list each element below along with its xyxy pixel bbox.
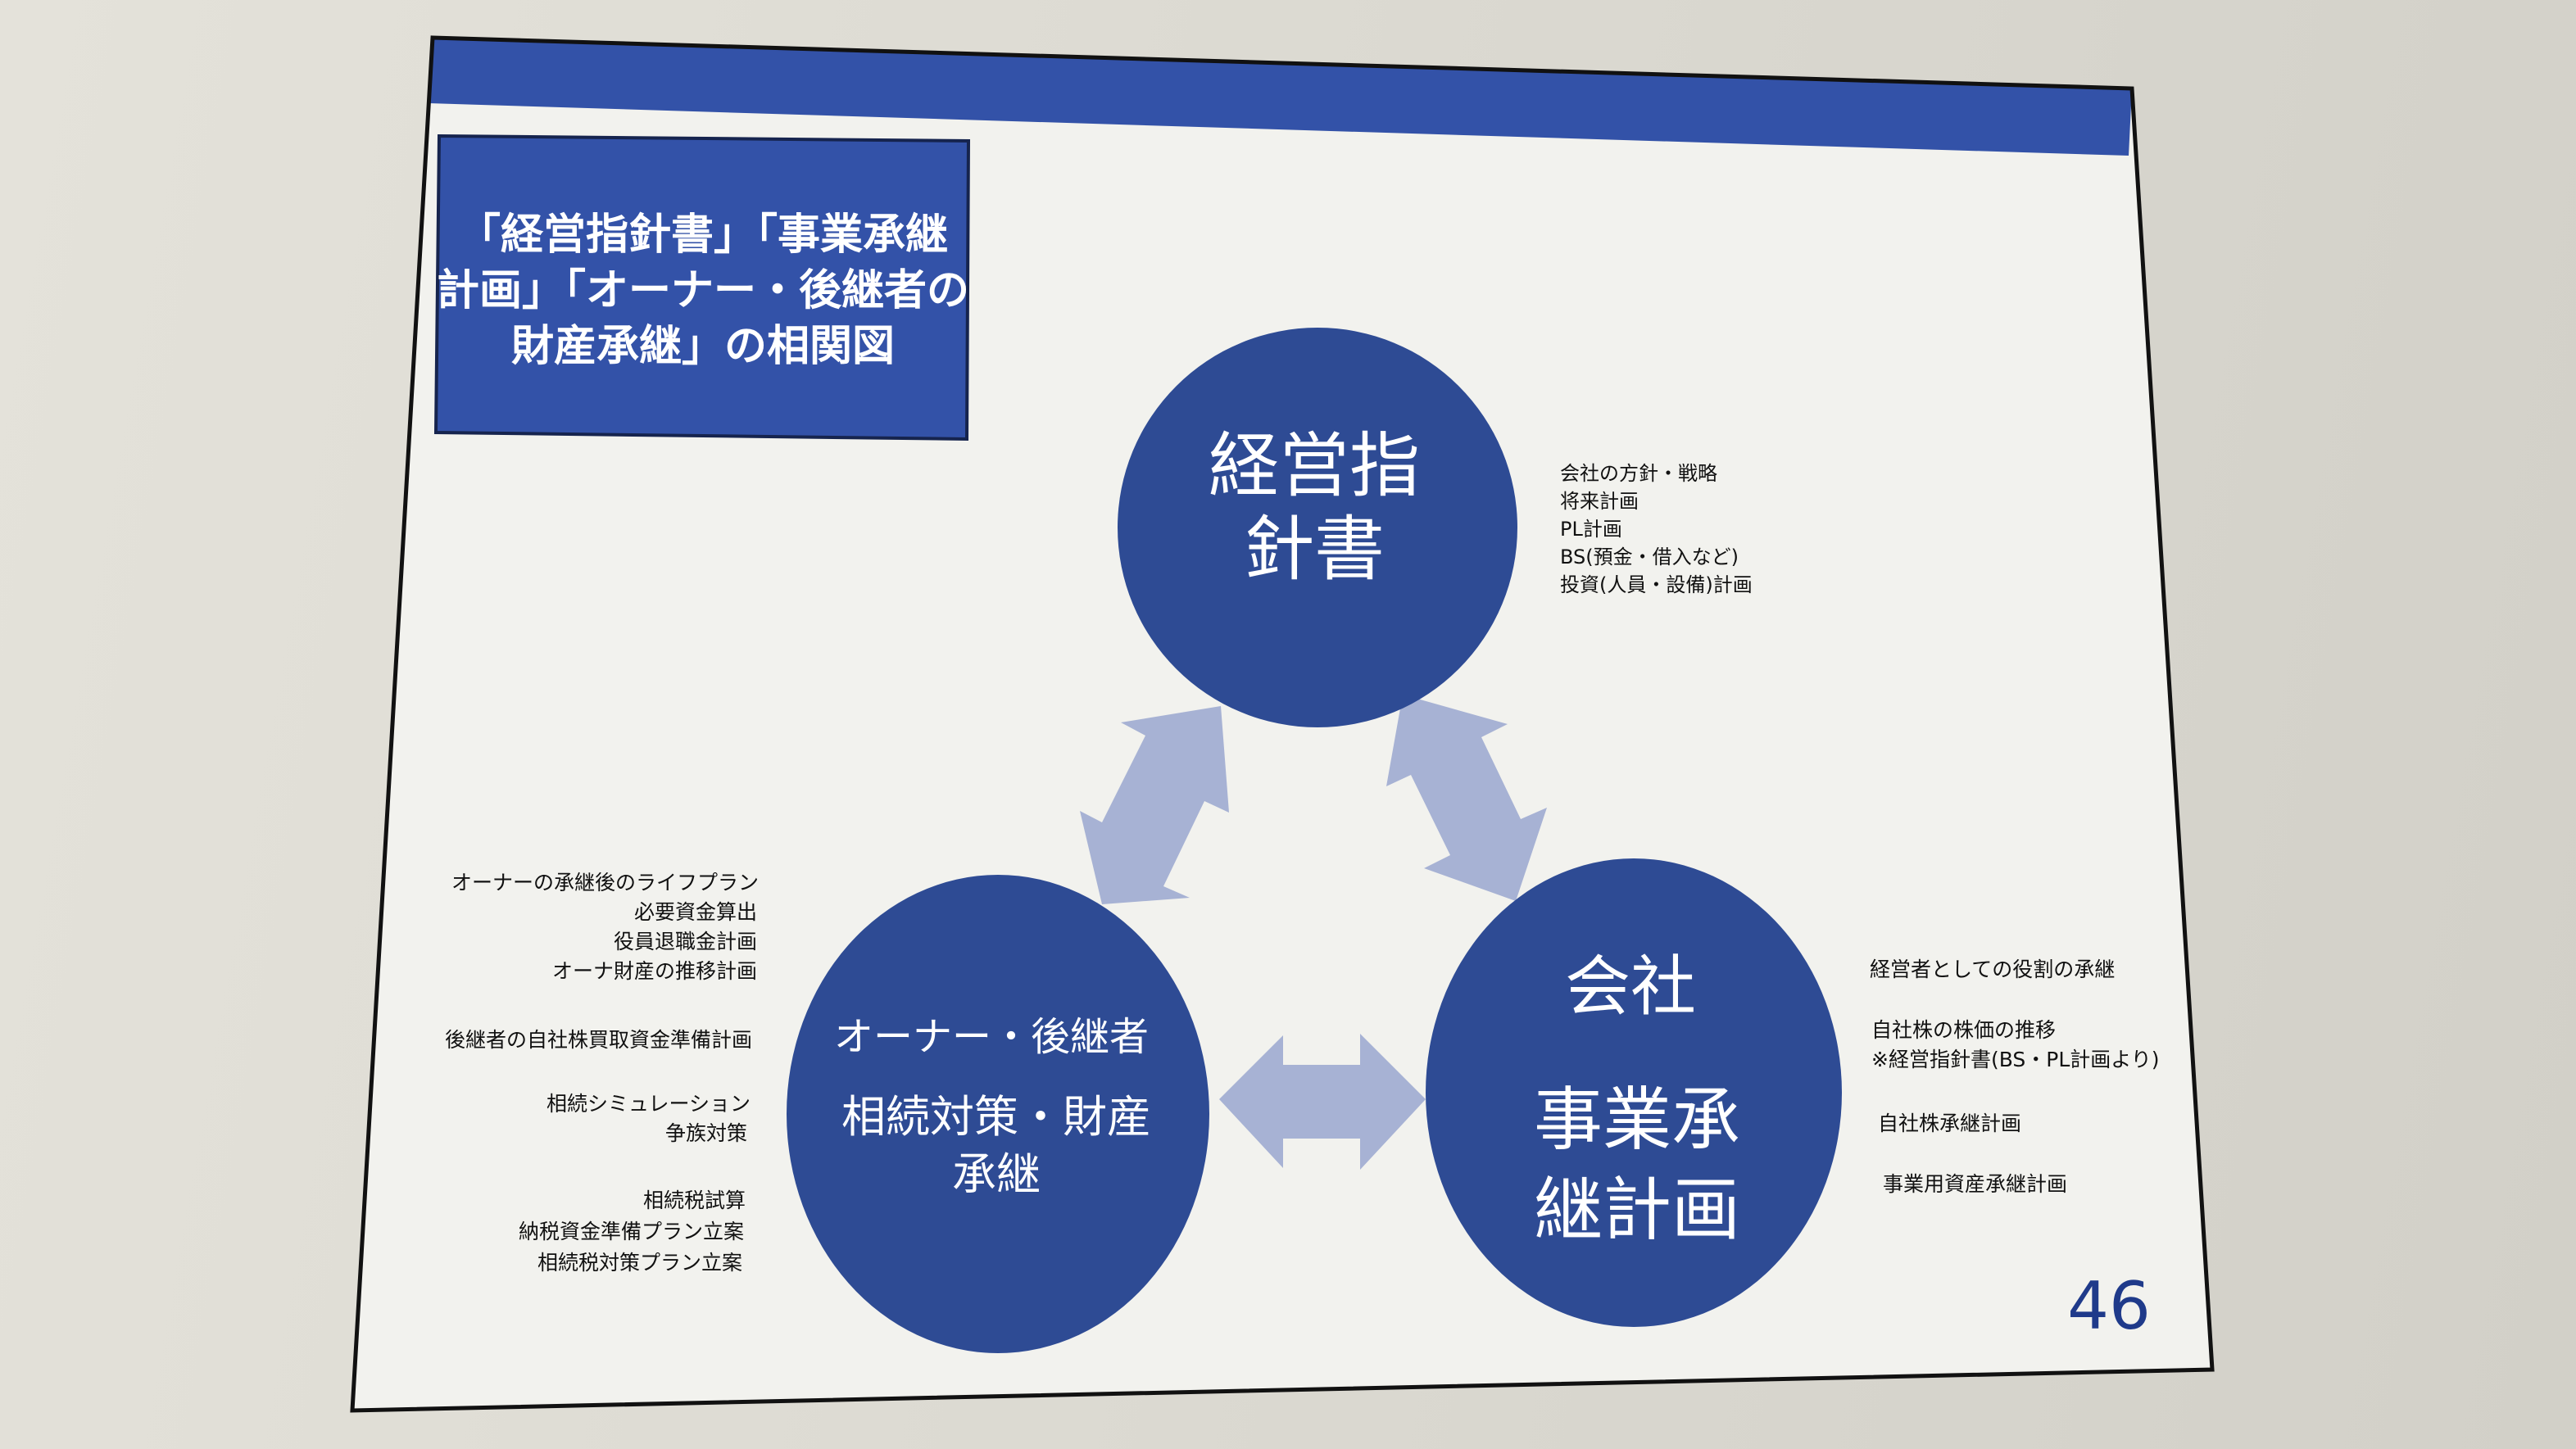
notes-right: 経営者としての役割の承継 自社株の株価の推移 ※経営指針書(BS・PL計画より)… [1870,958,2160,1196]
note-top: 会社の方針・戦略 [1560,462,1717,485]
note-left: 相続シミュレーション [546,1092,751,1116]
circle-right-label: 事業承 [1534,1080,1740,1160]
arrow-bottom [1219,1034,1426,1170]
title-line: 財産承継」の相関図 [511,322,895,371]
title-line: 計画」「オーナー・後継者の [437,266,969,315]
circle-left-label: 相続対策・財産 [841,1091,1151,1143]
note-top: 投資(人員・設備)計画 [1560,573,1753,596]
circle-top [1118,328,1517,727]
title-box: 「経営指針書」「事業承継 計画」「オーナー・後継者の 財産承継」の相関図 [433,134,971,441]
note-left: 相続税対策プラン立案 [537,1251,742,1275]
note-right: 事業用資産承継計画 [1883,1172,2067,1196]
page-number: 46 [2067,1268,2151,1344]
circle-top-label: 経営指 [1209,425,1420,507]
notes-top: 会社の方針・戦略 将来計画 PL計画 BS(預金・借入など) 投資(人員・設備)… [1560,462,1753,596]
circle-left [787,875,1209,1353]
circle-right-label: 会社 [1565,949,1696,1025]
note-left: 役員退職金計画 [614,930,757,953]
note-left: オーナーの承継後のライフプラン [451,871,759,894]
note-left: 後継者の自社株買取資金準備計画 [445,1028,752,1052]
circle-top-label: 針書 [1244,509,1385,591]
circle-left-label: 承継 [952,1148,1041,1200]
arrow-right-top [1386,695,1547,901]
notes-left: オーナーの承継後のライフプラン 必要資金算出 役員退職金計画 オーナ財産の推移計… [445,871,759,1275]
note-left: 争族対策 [665,1121,747,1145]
note-top: BS(預金・借入など) [1560,546,1739,568]
arrows [1080,695,1547,1170]
note-right: 自社株承継計画 [1878,1112,2021,1135]
circle-left-label: オーナー・後継者 [834,1014,1149,1060]
note-top: 将来計画 [1560,490,1639,513]
circle-right [1426,858,1842,1327]
note-left: 納税資金準備プラン立案 [519,1220,744,1243]
arrow-left-top [1080,706,1229,904]
note-top: PL計画 [1560,518,1622,541]
note-left: 必要資金算出 [634,900,757,924]
note-left: 相続税試算 [643,1189,746,1212]
note-right: 経営者としての役割の承継 [1870,958,2115,981]
note-right: 自社株の株価の推移 [1871,1018,2056,1042]
slide-frame [350,35,2215,1413]
note-right: ※経営指針書(BS・PL計画より) [1871,1048,2160,1071]
header-band [428,38,2132,156]
title-line: 「経営指針書」「事業承継 [458,211,948,260]
circle-right-label: 継計画 [1534,1170,1740,1250]
note-left: オーナ財産の推移計画 [552,959,757,983]
